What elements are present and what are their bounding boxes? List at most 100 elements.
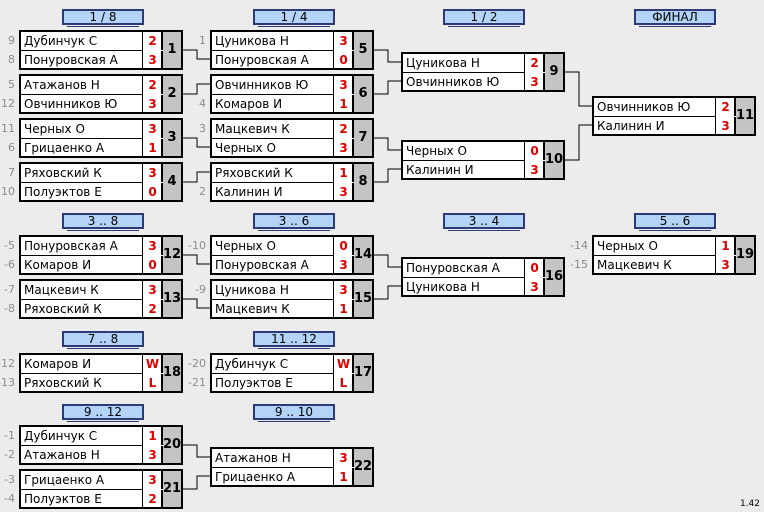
match-number: 22 (354, 449, 372, 485)
player-name[interactable]: Грицаенко А (21, 139, 143, 157)
player-name[interactable]: Черных О (212, 237, 334, 255)
player-name[interactable]: Овчинников Ю (21, 95, 143, 113)
seed-number: 2 (199, 185, 206, 198)
player-score: 3 (144, 120, 163, 138)
player-score: 1 (144, 139, 163, 157)
player-name[interactable]: Мацкевич К (212, 120, 334, 138)
player-name[interactable]: Комаров И (21, 256, 143, 274)
player-name[interactable]: Дубинчук С (212, 355, 334, 373)
player-name[interactable]: Понуровская А (21, 51, 143, 69)
round-header-c56: 5 .. 6 (634, 213, 716, 231)
player-name[interactable]: Черных О (403, 142, 525, 160)
player-name[interactable]: Атажанов Н (21, 446, 143, 464)
player-score: 2 (335, 120, 354, 138)
player-name[interactable]: Ряховский К (21, 374, 143, 392)
player-score: 1 (335, 468, 354, 486)
seed-number: 8 (8, 53, 15, 66)
player-name[interactable]: Овчинников Ю (212, 76, 334, 94)
player-name[interactable]: Понуровская А (212, 51, 334, 69)
player-name[interactable]: Цуникова Н (403, 54, 525, 72)
player-score: 3 (717, 117, 736, 135)
connector-line (183, 298, 210, 309)
player-name[interactable]: Дубинчук С (21, 32, 143, 50)
match-number: 20 (163, 427, 181, 463)
player-score: W (144, 355, 163, 373)
player-name[interactable]: Ряховский К (212, 164, 334, 182)
player-name[interactable]: Грицаенко А (212, 468, 334, 486)
player-name[interactable]: Черных О (212, 139, 334, 157)
match-number: 1 (163, 32, 181, 68)
player-name[interactable]: Полуэктов Е (21, 183, 143, 201)
player-name[interactable]: Мацкевич К (212, 300, 334, 318)
match-number: 18 (163, 355, 181, 391)
player-name[interactable]: Мацкевич К (594, 256, 716, 274)
player-name[interactable]: Цуникова Н (212, 281, 334, 299)
player-score: 3 (526, 73, 545, 91)
round-header-r1: 1 / 8 (62, 9, 144, 27)
player-name[interactable]: Понуровская А (21, 237, 143, 255)
player-name[interactable]: Мацкевич К (21, 281, 143, 299)
player-score: L (335, 374, 354, 392)
connector-line (183, 444, 210, 458)
player-name[interactable]: Цуникова Н (403, 278, 525, 296)
player-name[interactable]: Овчинников Ю (594, 98, 716, 116)
player-name[interactable]: Дубинчук С (21, 427, 143, 445)
player-score: 0 (335, 51, 354, 69)
player-name[interactable]: Грицаенко А (21, 471, 143, 489)
round-header-c78: 7 .. 8 (62, 331, 144, 349)
player-name[interactable]: Ряховский К (21, 300, 143, 318)
player-name[interactable]: Ряховский К (21, 164, 143, 182)
player-name[interactable]: Калинин И (403, 161, 525, 179)
player-name[interactable]: Атажанов Н (21, 76, 143, 94)
player-name[interactable]: Цуникова Н (212, 32, 334, 50)
player-name[interactable]: Комаров И (212, 95, 334, 113)
player-name[interactable]: Полуэктов Е (21, 490, 143, 508)
player-score: 2 (144, 300, 163, 318)
player-name[interactable]: Комаров И (21, 355, 143, 373)
player-name[interactable]: Черных О (594, 237, 716, 255)
player-name[interactable]: Понуровская А (403, 259, 525, 277)
connector-line (183, 83, 210, 95)
player-name[interactable]: Понуровская А (212, 256, 334, 274)
player-name[interactable]: Атажанов Н (212, 449, 334, 467)
player-score: 0 (335, 237, 354, 255)
player-name[interactable]: Полуэктов Е (212, 374, 334, 392)
player-name[interactable]: Черных О (21, 120, 143, 138)
player-name[interactable]: Калинин И (212, 183, 334, 201)
player-name[interactable]: Калинин И (594, 117, 716, 135)
match-number: 7 (354, 120, 372, 156)
player-name[interactable]: Овчинников Ю (403, 73, 525, 91)
